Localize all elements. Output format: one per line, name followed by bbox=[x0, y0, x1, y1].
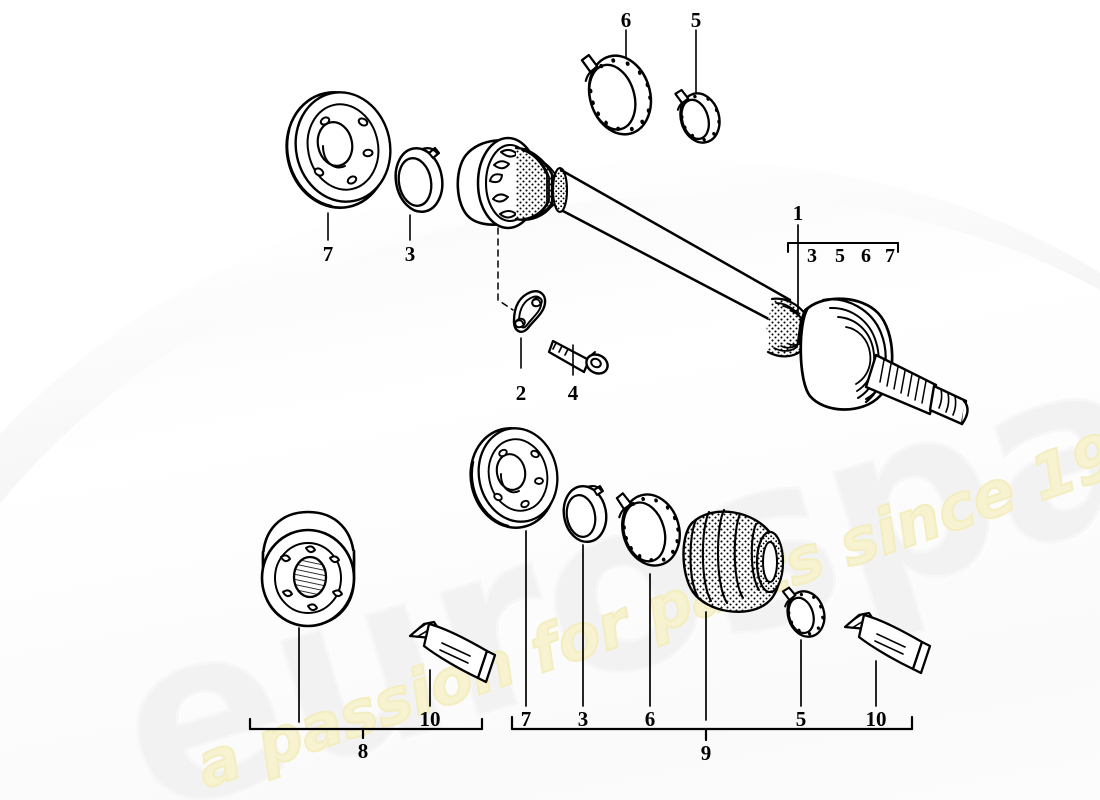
callout-group-5: 5 bbox=[835, 245, 845, 267]
callout-group-6: 6 bbox=[861, 245, 871, 267]
part-flange-bottom bbox=[469, 427, 559, 529]
callout-bracket-9: 9 bbox=[700, 741, 712, 765]
callout-6-bottom: 6 bbox=[644, 707, 656, 731]
part-clamp-large-top bbox=[580, 53, 653, 136]
callout-5-bottom: 5 bbox=[795, 707, 807, 731]
part-grease-tube-left bbox=[408, 620, 497, 684]
part-lock-plate bbox=[512, 290, 547, 333]
part-clamp-small-bottom bbox=[781, 586, 826, 638]
part-clamp-small-top bbox=[674, 88, 721, 144]
callout-group-3: 3 bbox=[807, 245, 817, 267]
callout-7-top: 7 bbox=[322, 242, 334, 266]
callout-3-bottom: 3 bbox=[577, 707, 589, 731]
callout-bracket-8: 8 bbox=[357, 739, 369, 763]
callout-10-right: 10 bbox=[865, 707, 887, 731]
callout-group-7: 7 bbox=[885, 245, 895, 267]
part-grease-tube-right bbox=[843, 611, 932, 675]
callout-4-bolt: 4 bbox=[567, 381, 579, 405]
callout-10-left: 10 bbox=[419, 707, 441, 731]
part-hub-bottom bbox=[260, 510, 356, 628]
part-cv-boot bbox=[682, 508, 785, 613]
callout-2-lockplate: 2 bbox=[515, 381, 527, 405]
callout-1-assembly: 1 bbox=[792, 201, 804, 225]
part-cv-joint-outer bbox=[766, 297, 969, 426]
callout-5-clamp: 5 bbox=[690, 8, 702, 32]
part-clamp-large-bottom bbox=[615, 492, 681, 567]
part-bolt bbox=[547, 339, 609, 375]
callout-7-bottom: 7 bbox=[520, 707, 532, 731]
callout-6-clamp: 6 bbox=[620, 8, 632, 32]
part-circlip-top bbox=[394, 146, 444, 214]
callout-3-top: 3 bbox=[404, 242, 416, 266]
part-flange-top bbox=[285, 91, 392, 209]
part-cv-joint-inner bbox=[456, 136, 792, 330]
part-circlip-bottom bbox=[562, 484, 608, 544]
